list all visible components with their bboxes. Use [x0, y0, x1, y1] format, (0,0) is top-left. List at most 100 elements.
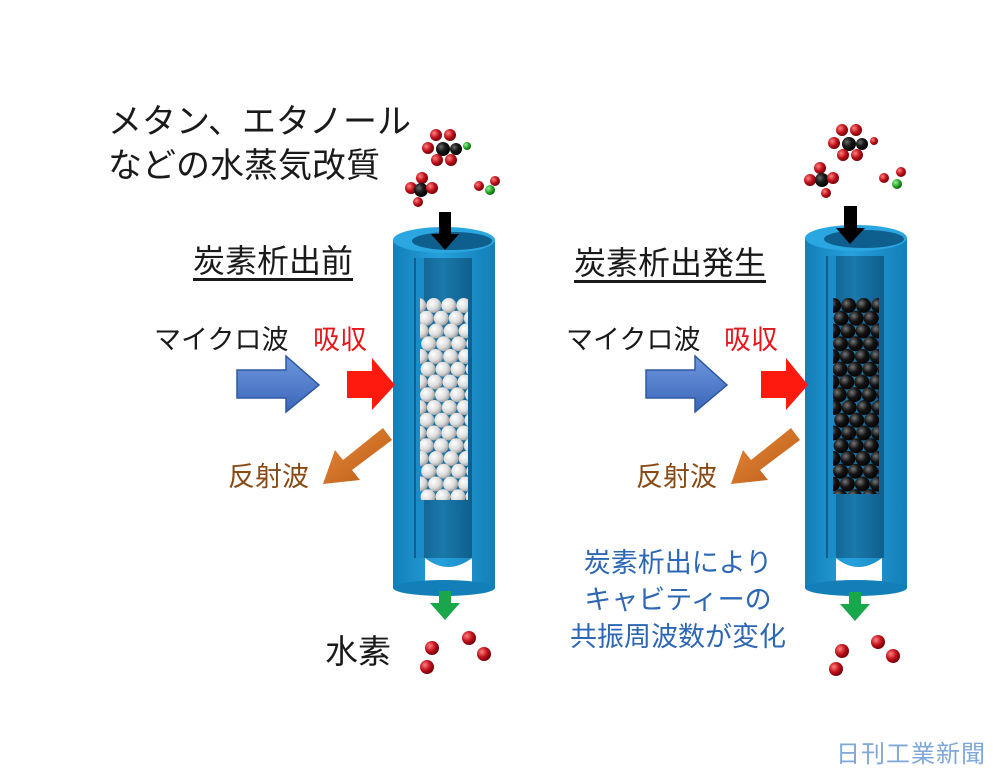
reflected-label-after: 反射波: [636, 462, 717, 493]
catalyst-sphere: [420, 323, 429, 339]
carbon-sphere: [848, 438, 864, 454]
catalyst-sphere: [428, 349, 444, 364]
cavity-note-line-1: 炭素析出により: [583, 548, 773, 579]
carbon-sphere: [878, 340, 879, 348]
catalyst-sphere: [443, 349, 459, 364]
carbon-sphere: [839, 349, 855, 364]
carbon-sphere: [869, 349, 879, 364]
carbon-sphere: [869, 476, 879, 492]
catalyst-sphere: [436, 463, 452, 479]
carbon-sphere: [839, 374, 855, 390]
catalyst-sphere: [420, 298, 427, 313]
catalyst-sphere: [456, 425, 468, 441]
catalyst-sphere: [458, 323, 468, 339]
reactor-tube-before: [393, 227, 495, 596]
carbon-sphere: [833, 374, 840, 390]
carbon-sphere: [863, 310, 879, 326]
catalyst-sphere: [433, 310, 449, 326]
carbon-sphere: [876, 389, 879, 401]
catalyst-sphere: [434, 412, 450, 428]
title-after: 炭素析出発生: [574, 244, 767, 282]
down-arrow-icon: [840, 592, 870, 621]
catalyst-sphere: [457, 374, 468, 390]
catalyst-sphere: [458, 349, 468, 364]
absorption-label-after: 吸収: [724, 325, 778, 356]
carbon-sphere: [870, 323, 879, 339]
carbon-sphere: [833, 336, 848, 352]
carbon-sphere: [833, 387, 847, 403]
carbon-sphere: [856, 298, 872, 313]
carbon-sphere: [833, 310, 849, 326]
carbon-sphere: [864, 412, 879, 428]
carbon-sphere: [833, 323, 841, 339]
white-catalyst-packing: [420, 298, 468, 500]
carbon-sphere: [833, 361, 848, 377]
catalyst-sphere: [465, 491, 468, 500]
carbon-sphere: [861, 387, 877, 403]
catalyst-sphere: [449, 412, 465, 428]
catalyst-sphere: [420, 374, 428, 390]
carbon-sphere: [877, 492, 879, 494]
hydrogen-molecule-icon: [829, 635, 900, 676]
catalyst-sphere: [428, 451, 444, 466]
catalyst-sphere: [441, 425, 457, 441]
carbon-sphere: [855, 451, 871, 466]
catalyst-sphere: [463, 439, 468, 453]
carbon-sphere: [841, 400, 857, 415]
cavity-note-line-2: キャビティーの: [584, 585, 772, 616]
carbon-sphere: [863, 463, 878, 479]
carbon-sphere: [878, 443, 879, 449]
catalyst-sphere: [441, 298, 457, 313]
catalyst-sphere: [448, 310, 464, 326]
catalyst-sphere: [465, 363, 468, 375]
carbon-sphere: [846, 387, 862, 403]
carbon-sphere: [834, 412, 850, 428]
down-arrow-icon: [431, 212, 459, 250]
absorption-arrow-before: [347, 358, 395, 410]
hydrogen-label: 水素: [325, 632, 391, 671]
carbon-sphere: [841, 298, 857, 313]
carbon-sphere: [849, 412, 865, 428]
catalyst-sphere: [466, 338, 468, 349]
absorption-arrow-after: [761, 358, 808, 410]
carbon-sphere: [854, 374, 870, 390]
carbon-sphere: [839, 476, 855, 492]
catalyst-sphere: [426, 425, 442, 441]
catalyst-sphere: [420, 400, 427, 415]
microwave-label-after: マイクロ波: [566, 325, 701, 356]
carbon-sphere: [856, 400, 872, 415]
absorption-label-before: 吸収: [313, 325, 367, 356]
hydrogen-molecule-icon: [420, 631, 491, 674]
microwave-arrow-before: [236, 354, 321, 414]
lead-line-1: メタン、エタノール: [108, 102, 411, 142]
catalyst-sphere: [420, 349, 429, 364]
carbon-sphere: [841, 425, 857, 441]
carbon-sphere: [847, 361, 863, 377]
catalyst-sphere: [428, 323, 444, 339]
carbon-sphere: [847, 489, 862, 494]
lead-line-2: などの水蒸気改質: [108, 146, 380, 186]
microwave-arrow-after: [645, 354, 729, 414]
catalyst-sphere: [420, 451, 429, 466]
catalyst-sphere: [456, 298, 468, 313]
molecule-cluster-icon: [804, 124, 906, 198]
carbon-sphere: [833, 298, 842, 313]
carbon-sphere: [877, 364, 879, 374]
catalyst-sphere: [427, 374, 443, 390]
carbon-sphere: [840, 323, 856, 339]
carbon-sphere: [833, 489, 847, 494]
carbon-sphere: [833, 425, 842, 441]
catalyst-sphere: [435, 361, 451, 377]
carbon-sphere: [854, 476, 870, 492]
carbon-sphere: [840, 451, 856, 466]
catalyst-sphere: [443, 323, 459, 339]
catalyst-sphere: [451, 463, 467, 479]
carbon-sphere: [856, 425, 872, 441]
cavity-note: 炭素析出により キャビティーの 共振周波数が変化: [548, 545, 808, 656]
carbon-sphere: [848, 463, 863, 479]
catalyst-sphere: [420, 438, 434, 454]
carbon-sphere: [862, 361, 878, 377]
carbon-sphere: [833, 451, 841, 466]
lead-text: メタン、エタノール などの水蒸気改質: [108, 100, 411, 188]
carbon-sphere: [862, 489, 877, 494]
